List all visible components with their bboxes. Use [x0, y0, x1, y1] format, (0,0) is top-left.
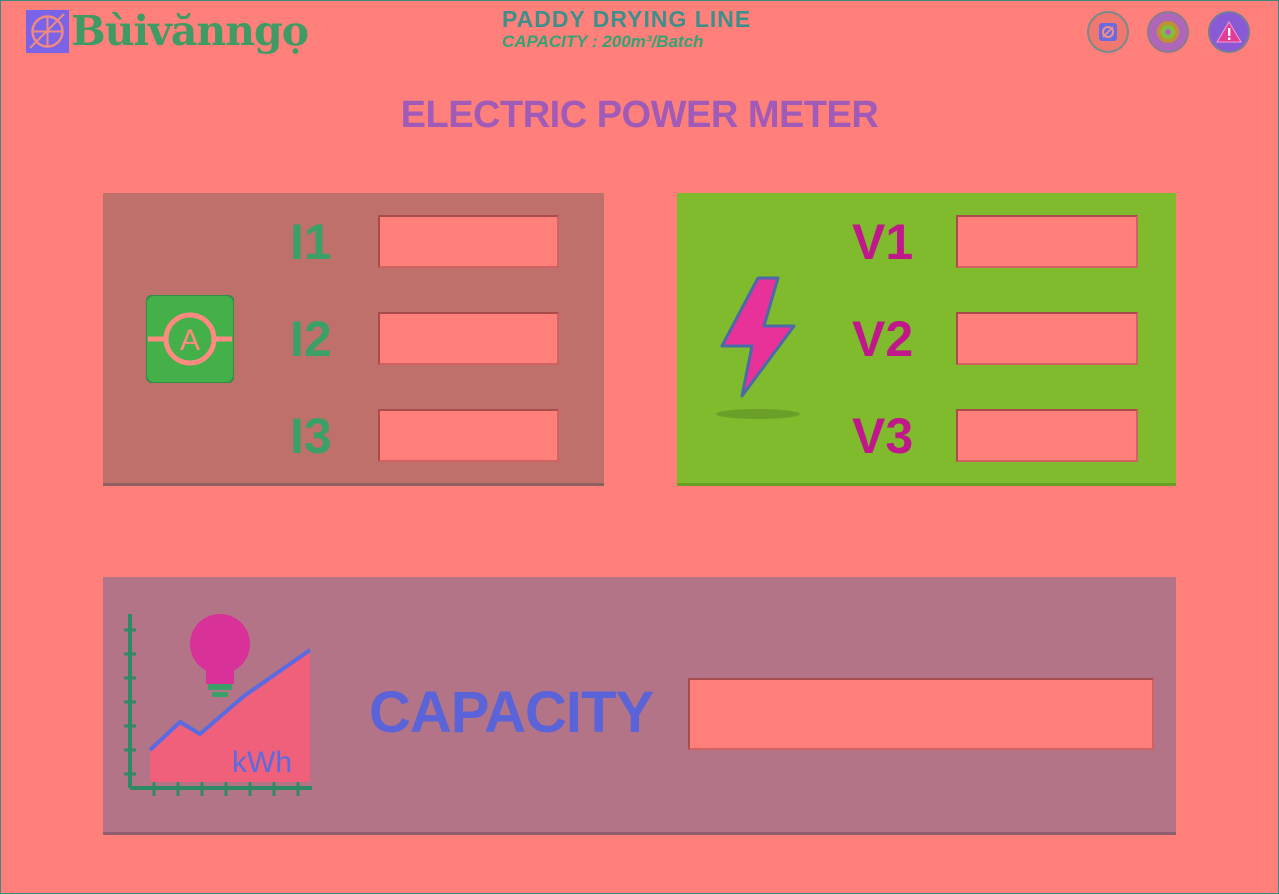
- settings-button[interactable]: [1147, 11, 1189, 53]
- current-label-2: I2: [290, 311, 332, 367]
- voltage-label-3: V3: [852, 408, 914, 464]
- current-label-1: I1: [290, 214, 332, 270]
- current-field-1[interactable]: [378, 215, 559, 268]
- voltage-label-1: V1: [852, 214, 914, 270]
- current-field-2[interactable]: [378, 312, 559, 365]
- brand-logo: Bùivănngọ: [26, 5, 309, 57]
- header-info: PADDY DRYING LINE CAPACITY : 200m³/Batch: [502, 6, 792, 52]
- alarm-icon: [1216, 21, 1242, 43]
- kwh-text: kWh: [232, 746, 292, 779]
- voltage-field-2[interactable]: [956, 312, 1138, 365]
- alarm-button[interactable]: [1208, 11, 1250, 53]
- capacity-label: CAPACITY: [369, 680, 654, 745]
- voltage-field-3[interactable]: [956, 409, 1138, 462]
- logo-mark-icon: [26, 9, 69, 53]
- line-capacity: CAPACITY : 200m³/Batch: [502, 32, 704, 51]
- current-field-3[interactable]: [378, 409, 559, 462]
- home-icon: [1099, 23, 1117, 41]
- voltage-field-1[interactable]: [956, 215, 1138, 268]
- brand-name: Bùivănngọ: [71, 7, 309, 55]
- home-button[interactable]: [1087, 11, 1129, 53]
- line-title: PADDY DRYING LINE: [502, 6, 752, 32]
- energy-chart-icon: kWh: [124, 614, 312, 796]
- page-title: ELECTRIC POWER METER: [400, 94, 879, 136]
- lightning-icon: [716, 276, 800, 419]
- voltage-label-2: V2: [852, 311, 914, 367]
- current-label-3: I3: [290, 408, 332, 464]
- svg-text:A: A: [180, 324, 200, 357]
- settings-icon: [1157, 21, 1179, 43]
- capacity-field[interactable]: [688, 678, 1154, 750]
- ammeter-icon: A: [146, 295, 234, 383]
